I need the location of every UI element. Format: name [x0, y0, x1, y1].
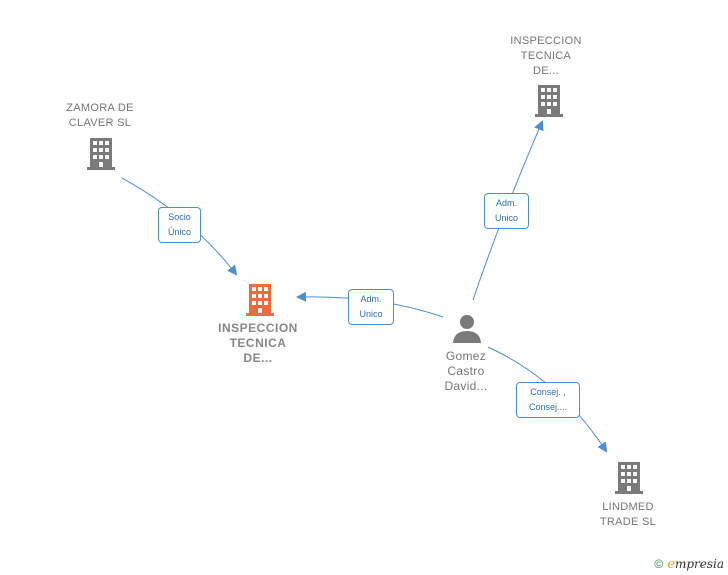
label-line: LINDMED	[602, 501, 654, 513]
edge-label-line: Consej....	[528, 402, 568, 412]
label-line: TRADE SL	[599, 516, 657, 528]
edge-label-line: Socio	[168, 212, 191, 222]
label-line: Gomez	[445, 349, 487, 363]
brand-logo-text: mpresia	[674, 557, 724, 571]
label-line: INSPECCION	[218, 321, 298, 335]
copyright-symbol: ©	[654, 557, 664, 571]
building-icon[interactable]	[612, 461, 646, 495]
label-line: David...	[444, 379, 488, 393]
zamora-node-label[interactable]: ZAMORA DE CLAVER SL	[44, 101, 156, 131]
label-line: DE...	[243, 351, 273, 365]
building-icon[interactable]	[243, 283, 277, 317]
label-line: DE...	[533, 65, 559, 77]
label-line: TECNICA	[229, 336, 287, 350]
label-line: Castro	[447, 364, 485, 378]
edge-label-adm-center[interactable]: Adm. Unico	[348, 289, 394, 325]
center-node-label[interactable]: INSPECCION TECNICA DE...	[198, 321, 318, 366]
label-line: ZAMORA DE	[66, 102, 134, 114]
brand-footer: ©empresia	[654, 557, 724, 572]
label-line: INSPECCION	[510, 35, 582, 47]
edge-label-line: Unico	[494, 213, 518, 223]
building-icon[interactable]	[84, 137, 118, 171]
edge-label-line: Adm.	[495, 198, 517, 208]
edge-label-adm-top[interactable]: Adm. Unico	[484, 193, 529, 229]
lindmed-node-label[interactable]: LINDMED TRADE SL	[572, 500, 684, 530]
edge-label-line: Consej. ,	[530, 387, 566, 397]
edge-label-line: Adm.	[360, 294, 382, 304]
top-right-node-label[interactable]: INSPECCION TECNICA DE...	[490, 34, 602, 79]
label-line: CLAVER SL	[68, 117, 132, 129]
label-line: TECNICA	[520, 50, 572, 62]
edge-label-line: Único	[167, 227, 191, 237]
brand-logo-e: e	[667, 557, 675, 572]
person-icon[interactable]	[452, 313, 482, 343]
edge-label-socio[interactable]: Socio Único	[158, 207, 201, 243]
person-node-label[interactable]: Gomez Castro David...	[420, 349, 512, 394]
building-icon[interactable]	[532, 84, 566, 118]
edge-label-line: Unico	[359, 309, 383, 319]
edge-label-consej[interactable]: Consej. , Consej....	[516, 382, 580, 418]
